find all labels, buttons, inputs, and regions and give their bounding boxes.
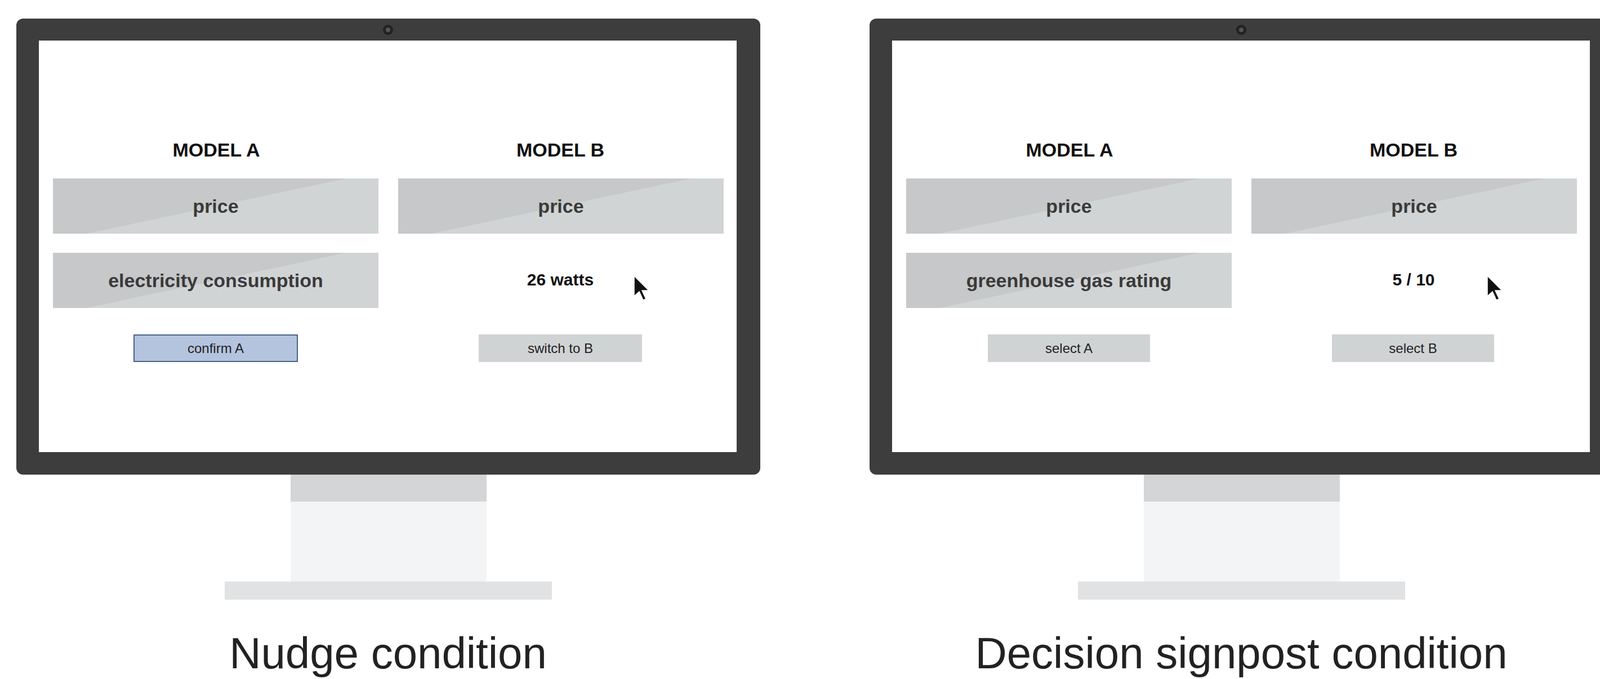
field-text: select A [1045,340,1093,357]
choice-button: confirm A [133,334,298,363]
choice-button: switch to B [478,334,643,363]
model-heading: MODEL B [1369,139,1458,162]
attribute-field: electricity consumption [52,252,379,309]
field-text: select B [1388,340,1437,357]
condition-caption: Decision signpost condition [974,627,1508,679]
field-text: price [1391,195,1437,218]
attribute-value: 5 / 10 [1392,270,1435,290]
field-text: greenhouse gas rating [966,269,1172,292]
field-text: price [192,195,239,218]
field-text: price [537,195,584,218]
field-text: switch to B [527,340,594,357]
model-heading: MODEL A [172,139,261,162]
attribute-value: 26 watts [527,270,594,290]
field-text: confirm A [187,340,244,357]
attribute-field: price [52,178,379,234]
attribute-field: price [906,178,1232,234]
field-text: electricity consumption [108,269,324,292]
attribute-field: price [1251,178,1577,234]
model-heading: MODEL A [1026,139,1114,162]
condition-caption: Nudge condition [229,627,547,679]
model-heading: MODEL B [516,139,605,162]
field-text: price [1045,195,1092,218]
choice-button: select A [987,334,1151,363]
choice-button: select B [1331,334,1495,363]
attribute-field: price [398,178,724,234]
attribute-field: greenhouse gas rating [906,252,1232,309]
